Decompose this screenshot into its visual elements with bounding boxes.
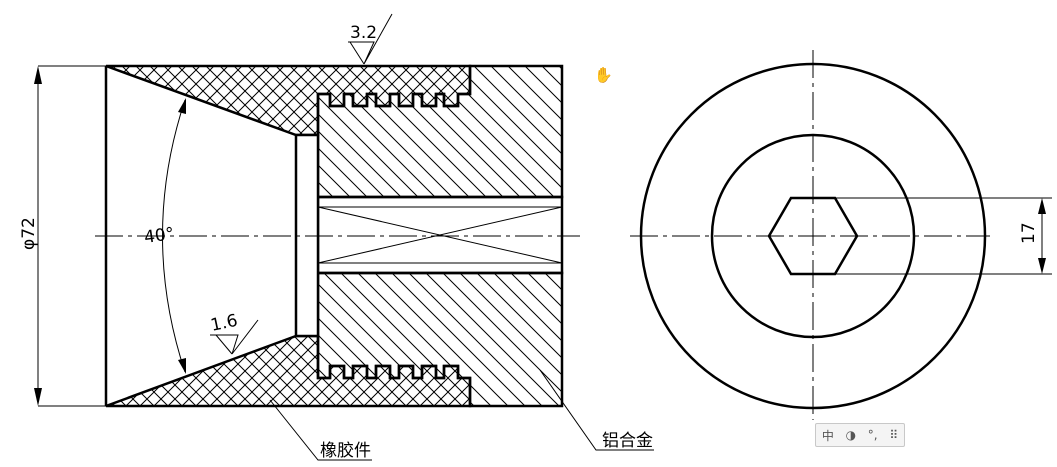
rubber-part-label: 橡胶件 (320, 441, 371, 461)
roughness-cone-label: 1.6 (209, 311, 240, 336)
ime-punctuation-icon[interactable]: °, (867, 428, 878, 442)
aluminum-leader (539, 369, 654, 451)
end-view (630, 50, 1052, 420)
ime-toolbar[interactable]: 中 ◑ °, ⠿ (815, 423, 905, 447)
roughness-symbol-top (348, 13, 393, 65)
section-view (34, 13, 654, 461)
aluminum-bottom-section (316, 271, 564, 408)
aluminum-part-label: 铝合金 (602, 431, 653, 451)
ime-language-button[interactable]: 中 (821, 428, 834, 443)
hand-cursor-icon: ✋ (594, 67, 613, 84)
diameter-label: φ72 (19, 217, 39, 250)
roughness-symbol-cone (210, 319, 259, 355)
roughness-top-label: 3.2 (350, 23, 377, 43)
ime-keyboard-icon[interactable]: ⠿ (889, 428, 899, 442)
aluminum-top-section (316, 64, 564, 199)
angle-label: 40° (143, 224, 176, 248)
hex-size-label: 17 (1019, 222, 1039, 244)
ime-fullwidth-icon[interactable]: ◑ (845, 428, 857, 442)
rubber-leader (269, 399, 372, 461)
